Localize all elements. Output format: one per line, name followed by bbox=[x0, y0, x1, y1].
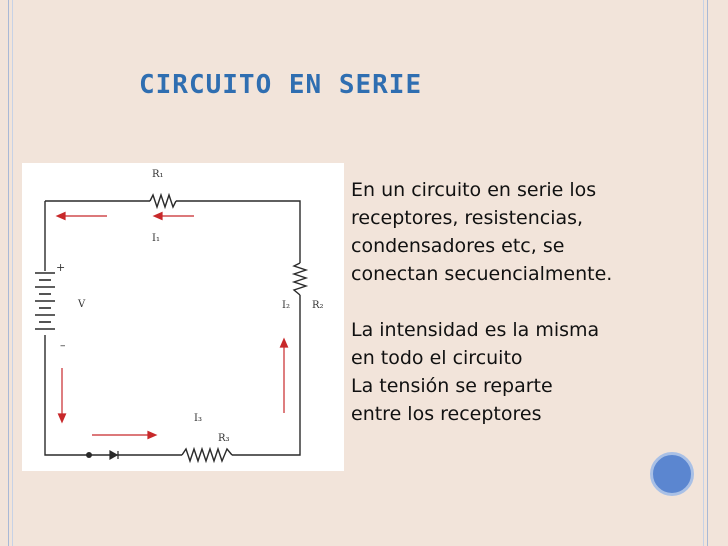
body-line: entre los receptores bbox=[351, 403, 542, 425]
label-r2: R₂ bbox=[312, 300, 324, 311]
frame-line-left bbox=[8, 0, 9, 546]
current-arrow-right-up bbox=[279, 337, 289, 413]
wire-bottom-left bbox=[44, 335, 182, 456]
body-line: En un circuito en serie los bbox=[351, 179, 597, 201]
label-i1: I₁ bbox=[152, 233, 160, 244]
resistor-r3 bbox=[181, 446, 233, 464]
label-r3: R₃ bbox=[218, 433, 230, 444]
slide-title: CIRCUITO EN SERIE bbox=[139, 70, 423, 100]
label-plus: + bbox=[56, 261, 65, 274]
current-arrow-left-down bbox=[57, 368, 67, 424]
diagram-background bbox=[22, 163, 344, 471]
frame-line-right bbox=[707, 0, 708, 546]
series-circuit-diagram: R₁ I₁ R₂ I₂ R₃ I₃ V + – bbox=[22, 163, 344, 471]
battery-cells bbox=[35, 272, 55, 330]
body-line: en todo el circuito bbox=[351, 347, 523, 369]
frame-line-left-inner bbox=[12, 0, 13, 546]
label-minus: – bbox=[60, 339, 66, 352]
wire-top-right bbox=[176, 200, 301, 263]
label-i2: I₂ bbox=[282, 300, 290, 311]
resistor-r1 bbox=[149, 192, 177, 210]
body-line: La intensidad es la misma bbox=[351, 319, 600, 341]
wire-right-lower bbox=[232, 295, 301, 456]
decorative-circle bbox=[650, 452, 694, 496]
resistor-r2 bbox=[291, 262, 309, 296]
paragraph-gap bbox=[351, 288, 701, 316]
switch-contact bbox=[86, 452, 92, 458]
body-line: condensadores etc, se bbox=[351, 235, 565, 257]
label-v: V bbox=[77, 299, 86, 310]
body-line: La tensión se reparte bbox=[351, 375, 553, 397]
current-arrow-top-center bbox=[152, 211, 194, 221]
body-line: conectan secuencialmente. bbox=[351, 263, 613, 285]
diode-symbol bbox=[109, 449, 119, 461]
frame-line-right-inner bbox=[703, 0, 704, 546]
body-line: receptores, resistencias, bbox=[351, 207, 584, 229]
current-arrow-bottom-right bbox=[92, 430, 158, 440]
label-i3: I₃ bbox=[194, 413, 202, 424]
slide-body-text: En un circuito en serie los receptores, … bbox=[351, 176, 701, 428]
current-arrow-top-left bbox=[55, 211, 107, 221]
label-r1: R₁ bbox=[152, 169, 164, 180]
